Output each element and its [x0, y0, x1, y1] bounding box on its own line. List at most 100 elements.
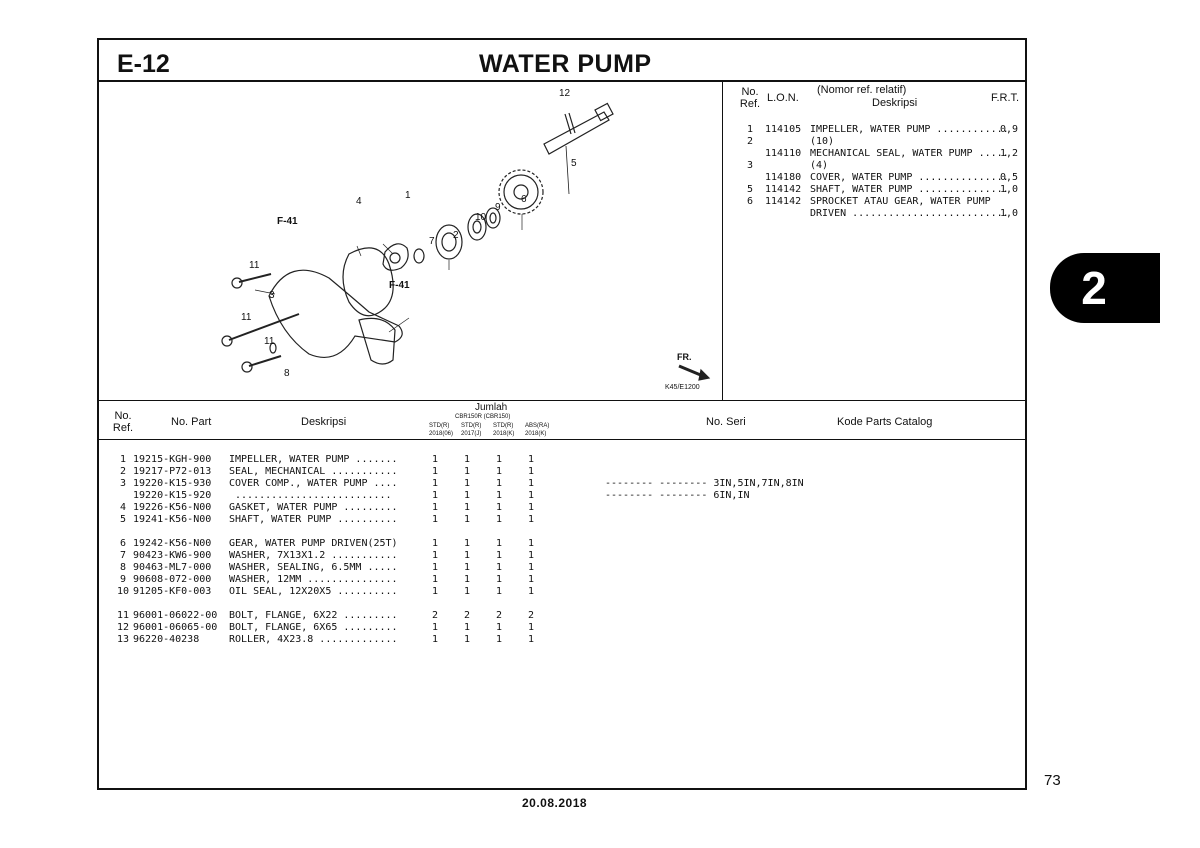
callout-5: 5 [571, 158, 577, 169]
spacer [547, 610, 605, 622]
qty-cell: 1 [495, 574, 503, 585]
description-cell: GEAR, WATER PUMP DRIVEN(25T) [229, 538, 398, 549]
callout-8: 8 [284, 368, 290, 379]
qty-cell: 1 [463, 478, 471, 489]
lon-desc: SHAFT, WATER PUMP ............... [810, 184, 1009, 195]
qty-cell: 2 [431, 610, 439, 621]
ref-cell: 4 [119, 502, 127, 513]
qty-cell: 1 [495, 550, 503, 561]
diagram-code: K45/E1200 [665, 384, 700, 391]
ref-cell: 10 [116, 586, 130, 597]
ref-label-f41: F-41 [277, 216, 298, 227]
lon-desc: MECHANICAL SEAL, WATER PUMP ..... [810, 148, 1009, 159]
qty-cell: 1 [431, 490, 439, 501]
part-number-cell: 19241-K56-N00 [133, 514, 212, 525]
qty-cell: 1 [431, 466, 439, 477]
spacer [547, 562, 605, 574]
qty-cell: 1 [431, 622, 439, 633]
serial-cell [605, 466, 855, 478]
callout-2: 2 [453, 230, 459, 241]
qty-cell: 1 [527, 586, 535, 597]
part-number-cell: 96001-06065-00 [133, 622, 218, 633]
page-number: 73 [1044, 772, 1061, 789]
spacer [547, 550, 605, 562]
qty-cell: 1 [431, 562, 439, 573]
variant-2-name: STD(R) [461, 423, 482, 429]
description-cell: BOLT, FLANGE, 6X22 ......... [229, 610, 398, 621]
lon-header-ref: No. Ref. [739, 86, 761, 110]
lon-frt: 0,9 [1000, 124, 1019, 135]
lon-ref [735, 208, 765, 220]
serial-cell [605, 454, 855, 466]
exploded-diagram [221, 102, 711, 381]
ref-cell: 1 [119, 454, 127, 465]
callout-10: 10 [475, 212, 487, 223]
ref-cell: 6 [119, 538, 127, 549]
qty-cell: 1 [431, 586, 439, 597]
lon-header-lon: L.O.N. [767, 92, 799, 104]
part-number-cell: 19220-K15-920 [133, 490, 212, 501]
description-cell: SEAL, MECHANICAL ........... [229, 466, 398, 477]
ref-label-f41: F-41 [389, 280, 410, 291]
lon-desc: SPROCKET ATAU GEAR, WATER PUMP [810, 196, 991, 207]
page-title: WATER PUMP [479, 50, 652, 78]
lon-code [765, 160, 810, 172]
page-frame: E-12 WATER PUMP [97, 38, 1027, 790]
parts-header-ref: No. Ref. [112, 410, 134, 434]
lon-frt [1000, 160, 1022, 172]
part-number-cell: 96220-40238 [133, 634, 200, 645]
lon-desc: IMPELLER, WATER PUMP ............ [810, 124, 1009, 135]
header-divider [99, 80, 1025, 82]
part-number-cell: 19242-K56-N00 [133, 538, 212, 549]
serial-cell [605, 538, 855, 550]
qty-cell: 1 [495, 622, 503, 633]
qty-cell: 1 [463, 622, 471, 633]
lon-header-frt: F.R.T. [991, 92, 1020, 104]
qty-cell: 1 [527, 466, 535, 477]
parts-header-model: CBR150R (CBR150) [455, 414, 511, 420]
lon-header-desc-top: (Nomor ref. relatif) [817, 84, 907, 96]
qty-cell: 2 [527, 610, 535, 621]
part-number-cell: 19217-P72-013 [133, 466, 212, 477]
chapter-tab: 2 [1050, 253, 1160, 323]
qty-cell: 1 [495, 490, 503, 501]
spacer [547, 466, 605, 478]
callout-1: 1 [405, 190, 411, 201]
serial-cell: -------- -------- 3IN,5IN,7IN,8IN [605, 478, 804, 489]
qty-cell: 1 [527, 478, 535, 489]
serial-cell [605, 610, 855, 622]
lon-row: 2(10) [735, 136, 1022, 148]
part-number-cell: 19215-KGH-900 [133, 454, 212, 465]
lon-frt: 0,5 [1000, 172, 1019, 183]
serial-cell [605, 550, 855, 562]
parts-header-part: No. Part [171, 416, 212, 428]
lon-desc: COVER, WATER PUMP ............... [810, 172, 1009, 183]
qty-cell: 1 [495, 466, 503, 477]
footer-date: 20.08.2018 [522, 796, 588, 810]
qty-cell: 2 [463, 610, 471, 621]
lon-ref: 1 [746, 124, 754, 135]
part-number-cell: 90463-ML7-000 [133, 562, 212, 573]
qty-cell: 1 [431, 478, 439, 489]
callout-3: 3 [269, 290, 275, 301]
description-cell: .......................... [229, 490, 392, 501]
section-code: E-12 [117, 50, 170, 78]
spacer [547, 454, 605, 466]
callout-11b: 11 [264, 336, 275, 347]
qty-cell: 1 [495, 586, 503, 597]
part-number-cell: 90608-072-000 [133, 574, 212, 585]
spacer [547, 622, 605, 634]
qty-cell: 1 [527, 550, 535, 561]
qty-cell: 1 [463, 538, 471, 549]
table-row: 19220-K15-920 ..........................… [113, 490, 855, 502]
spacer [547, 538, 605, 550]
serial-cell [605, 502, 855, 514]
spacer [547, 490, 605, 502]
spacer [547, 502, 605, 514]
